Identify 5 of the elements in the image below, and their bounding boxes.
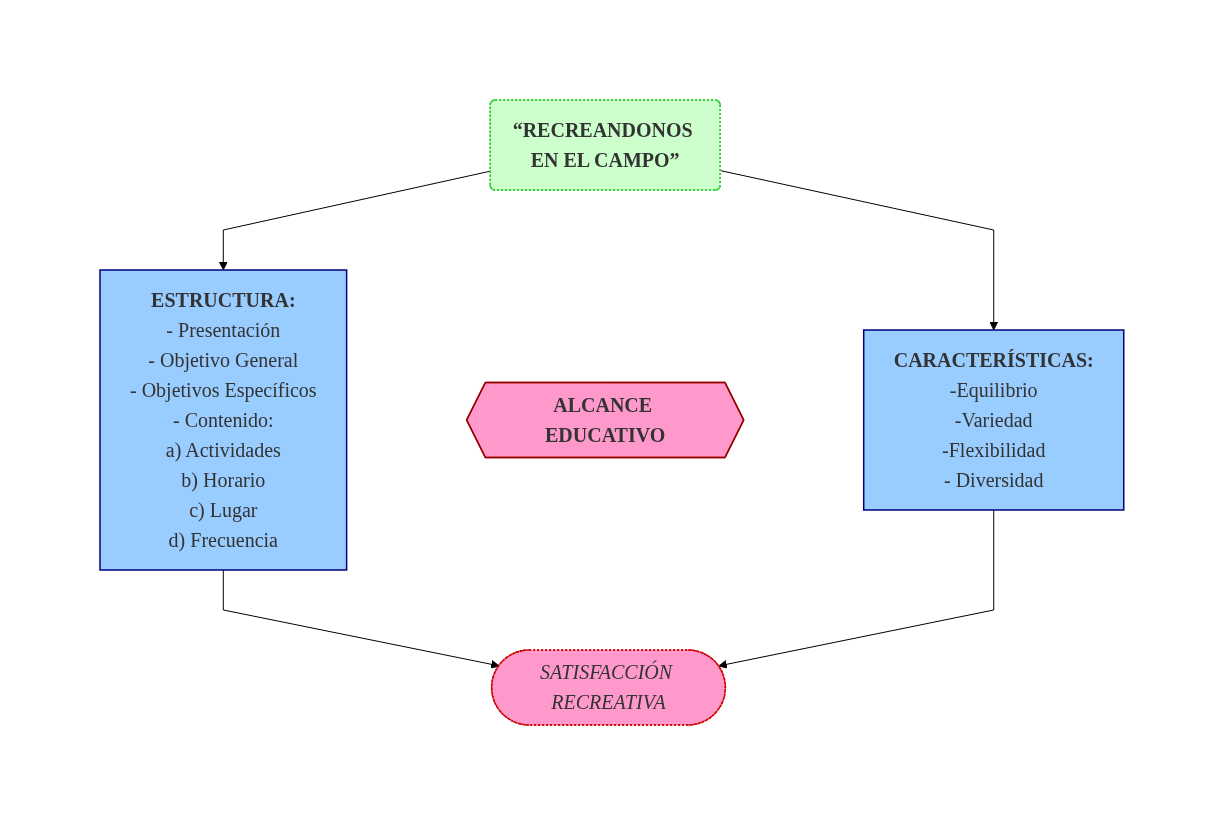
node-box: CARACTERÍSTICAS: -Equilibrio -Variedad -Flexibilidad - Diversidad xyxy=(863,329,1125,511)
arrow xyxy=(720,170,999,331)
arrow xyxy=(222,569,500,669)
node-box: ESTRUCTURA: - Presentación - Objetivo General - Objetivos Específicos - Contenido: a) Actividades b) Horario c) Lugar d) Frecuencia xyxy=(99,269,348,571)
arrow xyxy=(718,509,995,669)
